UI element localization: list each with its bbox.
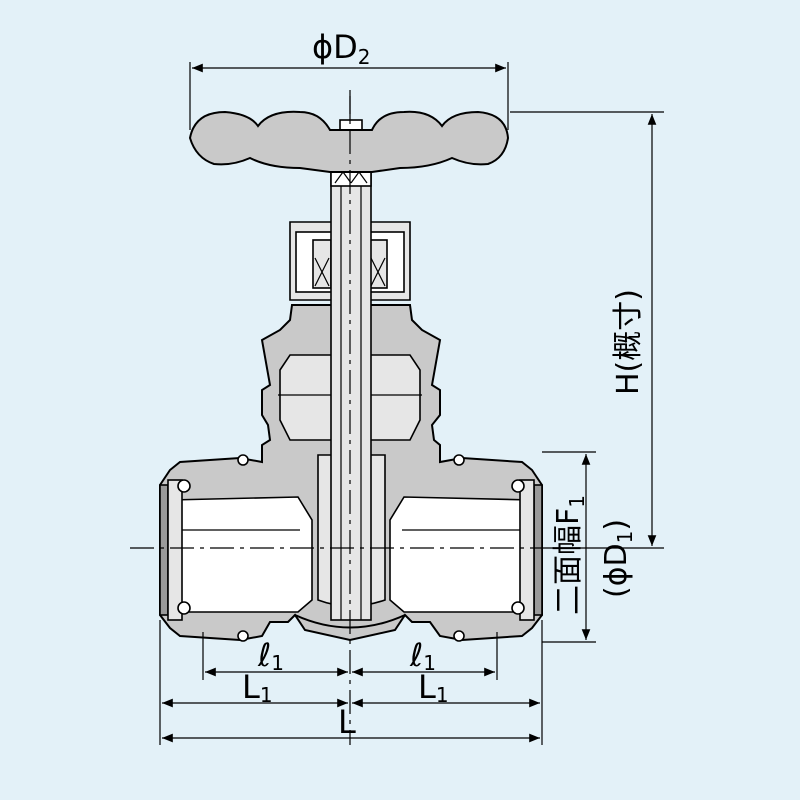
dim-L: L (162, 703, 540, 743)
dim-h: H(概寸) (510, 111, 664, 549)
svg-text:二面幅F1: 二面幅F1 (551, 495, 589, 615)
L1-left-sub: 1 (260, 683, 273, 707)
L1-right-label: L (418, 668, 436, 706)
l1-right-label: ℓ (409, 636, 423, 674)
L-label: L (338, 703, 356, 741)
svg-text:L1: L1 (242, 668, 273, 707)
dim-f1: 二面幅F1 (ϕD1) (542, 451, 637, 643)
d2-label: ϕD (312, 28, 358, 66)
svg-text:ℓ1: ℓ1 (257, 636, 284, 675)
f1-label: 二面幅F (551, 508, 586, 615)
L1-right-sub: 1 (436, 683, 449, 707)
dim-l1-small: ℓ1 ℓ1 (202, 632, 498, 680)
d1-open: (ϕD (599, 543, 634, 598)
dim-d2: ϕD2 (189, 28, 509, 130)
svg-text:L1: L1 (418, 668, 449, 707)
d2-sub: 2 (358, 45, 371, 69)
l1-right-sub: 1 (423, 651, 436, 675)
L1-left-label: L (242, 668, 260, 706)
dim-L1: L1 L1 (159, 620, 543, 745)
d1-close: ) (599, 519, 634, 531)
svg-text:ℓ1: ℓ1 (409, 636, 436, 675)
svg-text:(ϕD1): (ϕD1) (599, 519, 637, 598)
l1-left-label: ℓ (257, 636, 271, 674)
handwheel[interactable] (188, 110, 510, 173)
valve-body (159, 96, 543, 642)
svg-text:ϕD2: ϕD2 (312, 28, 370, 69)
d1-sub: 1 (613, 531, 637, 544)
f1-sub: 1 (565, 495, 589, 508)
h-label: H(概寸) (611, 289, 646, 395)
l1-left-sub: 1 (271, 651, 284, 675)
